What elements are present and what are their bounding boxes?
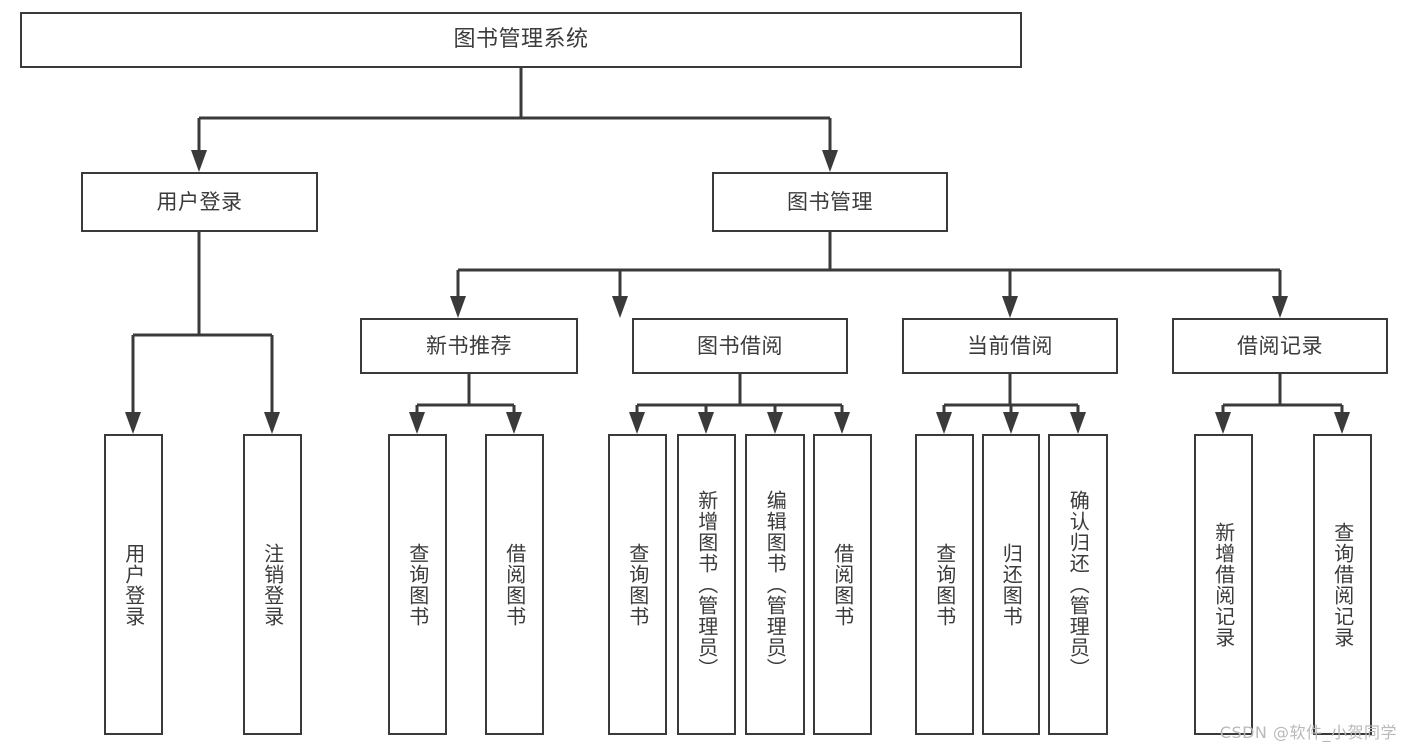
arrowhead-icon (612, 296, 628, 318)
node-leaf-confirm-return[interactable]: 确认归还（管理员） (1048, 434, 1108, 735)
node-leaf-edit-book[interactable]: 编辑图书（管理员） (745, 434, 805, 735)
node-label-leaf-user-login: 用户登录 (121, 542, 146, 627)
arrowhead-icon (264, 412, 280, 434)
node-label-leaf-edit-book: 编辑图书（管理员） (763, 490, 788, 679)
arrowhead-icon (1272, 296, 1288, 318)
node-leaf-borrow-book-1[interactable]: 借阅图书 (485, 434, 544, 735)
node-label-leaf-query-book-2: 查询图书 (625, 542, 650, 627)
node-label-leaf-add-record: 新增借阅记录 (1211, 521, 1236, 648)
node-leaf-add-book[interactable]: 新增图书（管理员） (677, 434, 736, 735)
arrowhead-icon (1003, 412, 1019, 434)
node-label-book-manage: 图书管理 (787, 189, 873, 214)
node-label-user-login: 用户登录 (156, 189, 243, 214)
node-book-manage[interactable]: 图书管理 (712, 172, 948, 232)
node-leaf-add-record[interactable]: 新增借阅记录 (1194, 434, 1253, 735)
node-label-leaf-query-record: 查询借阅记录 (1330, 521, 1355, 648)
node-new-book-rec[interactable]: 新书推荐 (360, 318, 578, 374)
node-label-new-book-rec: 新书推荐 (426, 333, 512, 358)
arrowhead-icon (125, 412, 141, 434)
node-book-borrow[interactable]: 图书借阅 (632, 318, 848, 374)
arrowhead-icon (822, 150, 838, 172)
arrowhead-icon (450, 296, 466, 318)
node-current-borrow[interactable]: 当前借阅 (902, 318, 1118, 374)
node-leaf-query-book-3[interactable]: 查询图书 (915, 434, 974, 735)
arrowhead-icon (1334, 412, 1350, 434)
node-user-login[interactable]: 用户登录 (81, 172, 318, 232)
node-label-leaf-query-book-1: 查询图书 (405, 542, 430, 627)
arrowhead-icon (698, 412, 714, 434)
node-label-leaf-query-book-3: 查询图书 (932, 542, 957, 627)
arrowhead-icon (409, 412, 425, 434)
arrowhead-icon (1070, 412, 1086, 434)
node-leaf-user-login[interactable]: 用户登录 (104, 434, 163, 735)
arrowhead-icon (629, 412, 645, 434)
node-leaf-return-book[interactable]: 归还图书 (982, 434, 1040, 735)
arrowhead-icon (1215, 412, 1231, 434)
node-label-leaf-user-logout: 注销登录 (260, 542, 285, 627)
node-leaf-query-book-2[interactable]: 查询图书 (608, 434, 667, 735)
node-label-leaf-add-book: 新增图书（管理员） (694, 490, 719, 679)
node-leaf-query-record[interactable]: 查询借阅记录 (1313, 434, 1372, 735)
node-root[interactable]: 图书管理系统 (20, 12, 1022, 68)
node-label-book-borrow: 图书借阅 (697, 333, 783, 358)
arrowhead-icon (1002, 296, 1018, 318)
node-leaf-user-logout[interactable]: 注销登录 (243, 434, 302, 735)
node-leaf-borrow-book-2[interactable]: 借阅图书 (813, 434, 872, 735)
arrowhead-icon (767, 412, 783, 434)
node-label-leaf-return-book: 归还图书 (999, 542, 1024, 627)
node-label-leaf-borrow-book-2: 借阅图书 (830, 542, 855, 627)
arrowhead-icon (936, 412, 952, 434)
node-borrow-record[interactable]: 借阅记录 (1172, 318, 1388, 374)
arrowhead-icon (191, 150, 207, 172)
node-label-leaf-borrow-book-1: 借阅图书 (502, 542, 527, 627)
arrowhead-icon (834, 412, 850, 434)
arrowhead-icon (506, 412, 522, 434)
node-label-borrow-record: 借阅记录 (1237, 333, 1323, 358)
node-label-leaf-confirm-return: 确认归还（管理员） (1066, 490, 1091, 679)
node-label-root: 图书管理系统 (453, 27, 589, 53)
node-leaf-query-book-1[interactable]: 查询图书 (388, 434, 447, 735)
node-label-current-borrow: 当前借阅 (967, 333, 1053, 358)
